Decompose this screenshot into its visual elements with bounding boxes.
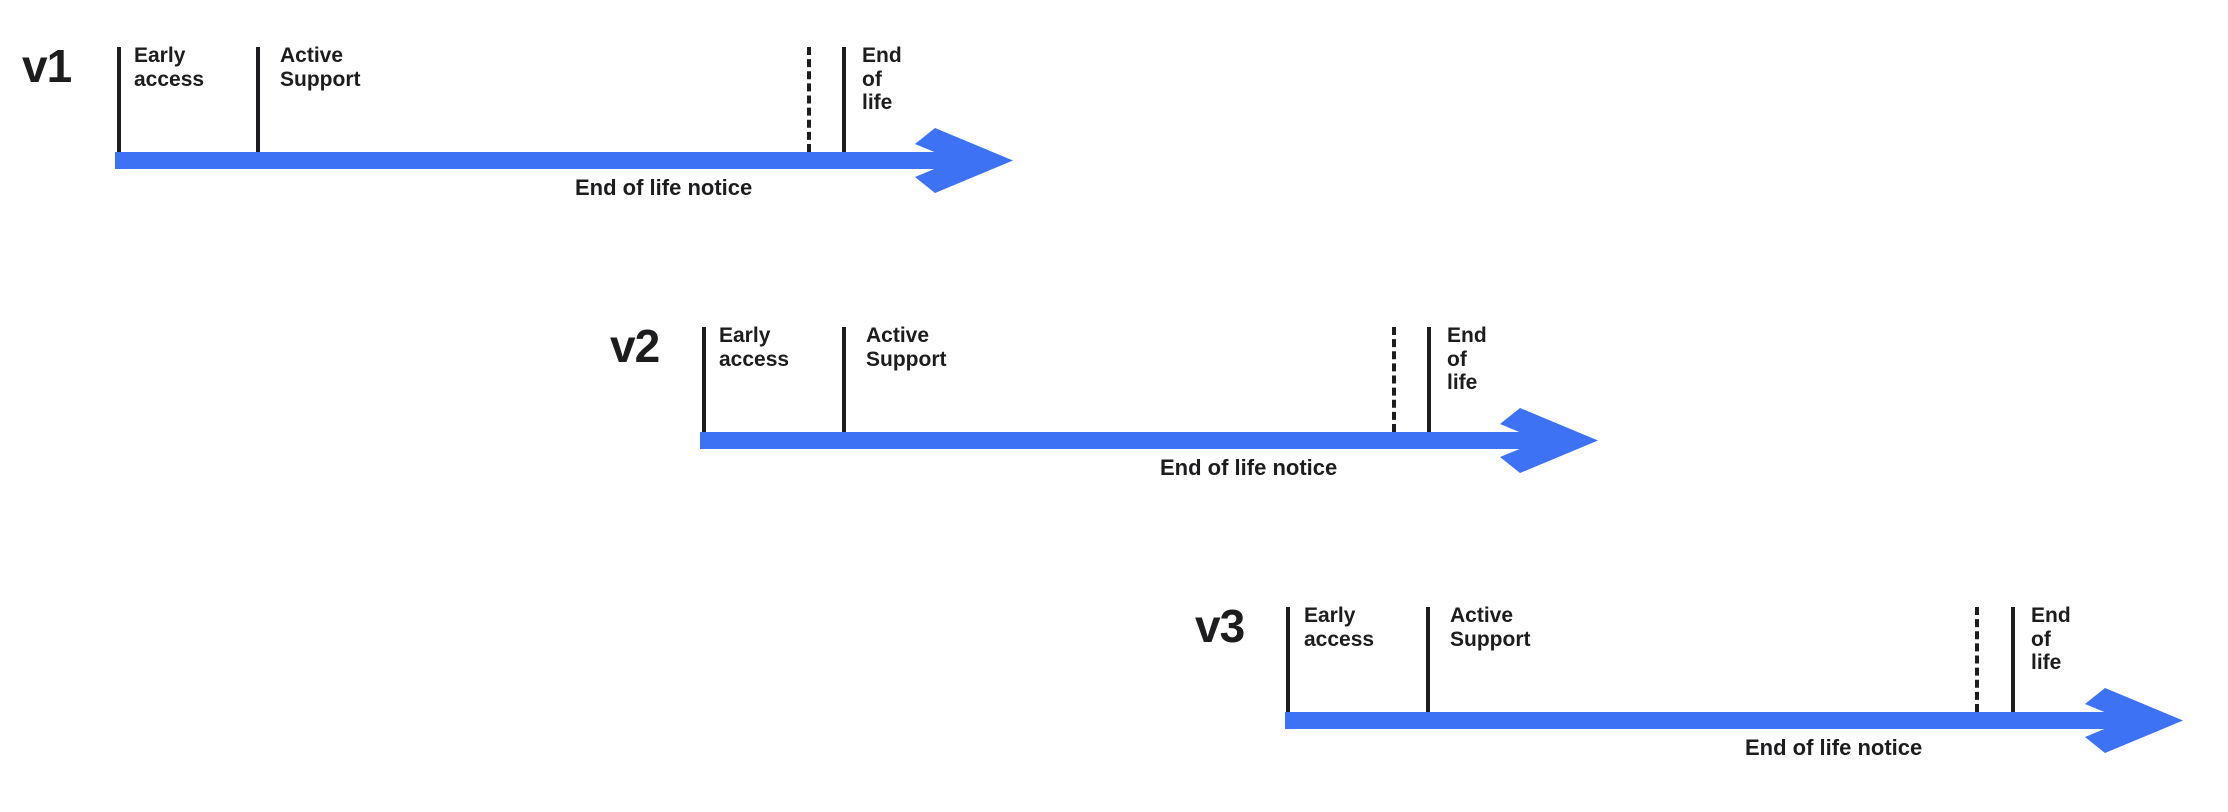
version-label-v2: v2 [610, 320, 660, 372]
phase-divider-active-support-start [842, 327, 846, 432]
phase-label-end-of-life-notice: End of life notice [1160, 455, 1338, 480]
timeline-arrow-v3 [1285, 688, 2183, 753]
version-label-v1: v1 [22, 40, 72, 92]
phase-label-early-access: Early access [134, 44, 205, 91]
phase-divider-early-access-start [1286, 607, 1290, 712]
phase-divider-end-of-life-start [842, 47, 846, 152]
phase-divider-end-of-life-notice [1975, 607, 1979, 712]
phase-label-end-of-life: End of life [1447, 324, 1487, 395]
phase-divider-end-of-life-start [2011, 607, 2015, 712]
phase-label-early-access: Early access [1304, 604, 1375, 651]
phase-divider-early-access-start [702, 327, 706, 432]
phase-label-active-support: Active Support [866, 324, 947, 371]
phase-divider-end-of-life-notice [1392, 327, 1396, 432]
phase-divider-early-access-start [117, 47, 121, 152]
phase-divider-end-of-life-notice [807, 47, 811, 152]
phase-divider-active-support-start [256, 47, 260, 152]
phase-divider-end-of-life-start [1427, 327, 1431, 432]
phase-label-early-access: Early access [719, 324, 790, 371]
phase-label-end-of-life-notice: End of life notice [1745, 735, 1923, 760]
phase-label-active-support: Active Support [280, 44, 361, 91]
timeline-arrow-v2 [700, 408, 1598, 473]
phase-divider-active-support-start [1426, 607, 1430, 712]
version-label-v3: v3 [1195, 600, 1245, 652]
phase-label-end-of-life-notice: End of life notice [575, 175, 753, 200]
phase-label-end-of-life: End of life [2031, 604, 2071, 675]
phase-label-end-of-life: End of life [862, 44, 902, 115]
phase-label-active-support: Active Support [1450, 604, 1531, 651]
timeline-arrow-v1 [115, 128, 1013, 193]
